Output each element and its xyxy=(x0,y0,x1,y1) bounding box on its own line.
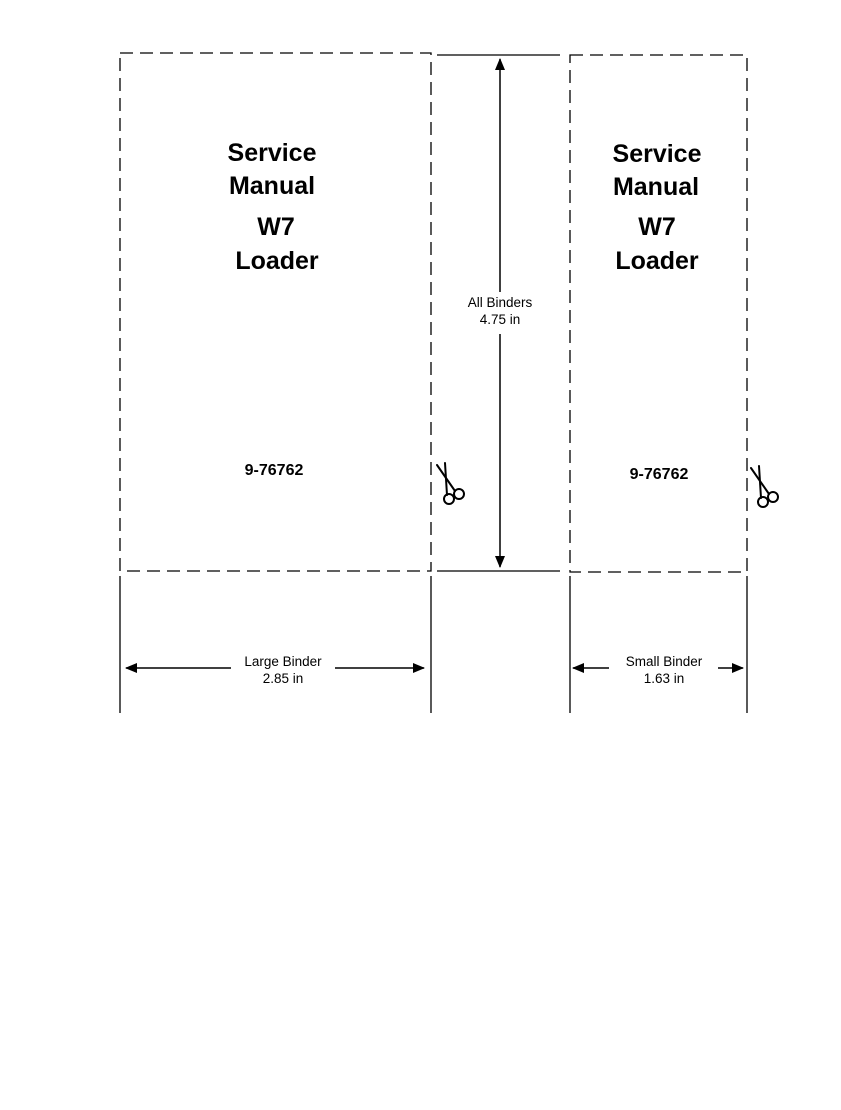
large-label-title-machine: Loader xyxy=(235,247,319,275)
small-label-part-number: 9-76762 xyxy=(629,466,689,483)
all-binders-dimension-value: 4.75 in xyxy=(449,312,551,328)
large-label-part-number: 9-76762 xyxy=(244,462,304,479)
scissors-icon xyxy=(750,465,779,508)
scissors-icon xyxy=(436,462,465,505)
large-label-cut-outline xyxy=(119,52,432,572)
small-label-title-model: W7 xyxy=(638,213,676,241)
small-label-title-service: Service xyxy=(612,140,702,168)
large-binder-dimension-name: Large Binder xyxy=(231,654,335,670)
small-binder-dimension-name: Small Binder xyxy=(610,654,718,670)
small-binder-dimension-value: 1.63 in xyxy=(610,671,718,687)
large-label-title-service: Service xyxy=(227,139,317,167)
all-binders-dimension-name: All Binders xyxy=(449,295,551,311)
large-label-title-manual: Manual xyxy=(228,172,316,200)
large-label-title-model: W7 xyxy=(257,213,295,241)
small-label-cut-outline xyxy=(569,54,748,573)
small-label-title-manual: Manual xyxy=(612,173,700,201)
small-label-title-machine: Loader xyxy=(615,247,699,275)
large-binder-dimension-value: 2.85 in xyxy=(231,671,335,687)
